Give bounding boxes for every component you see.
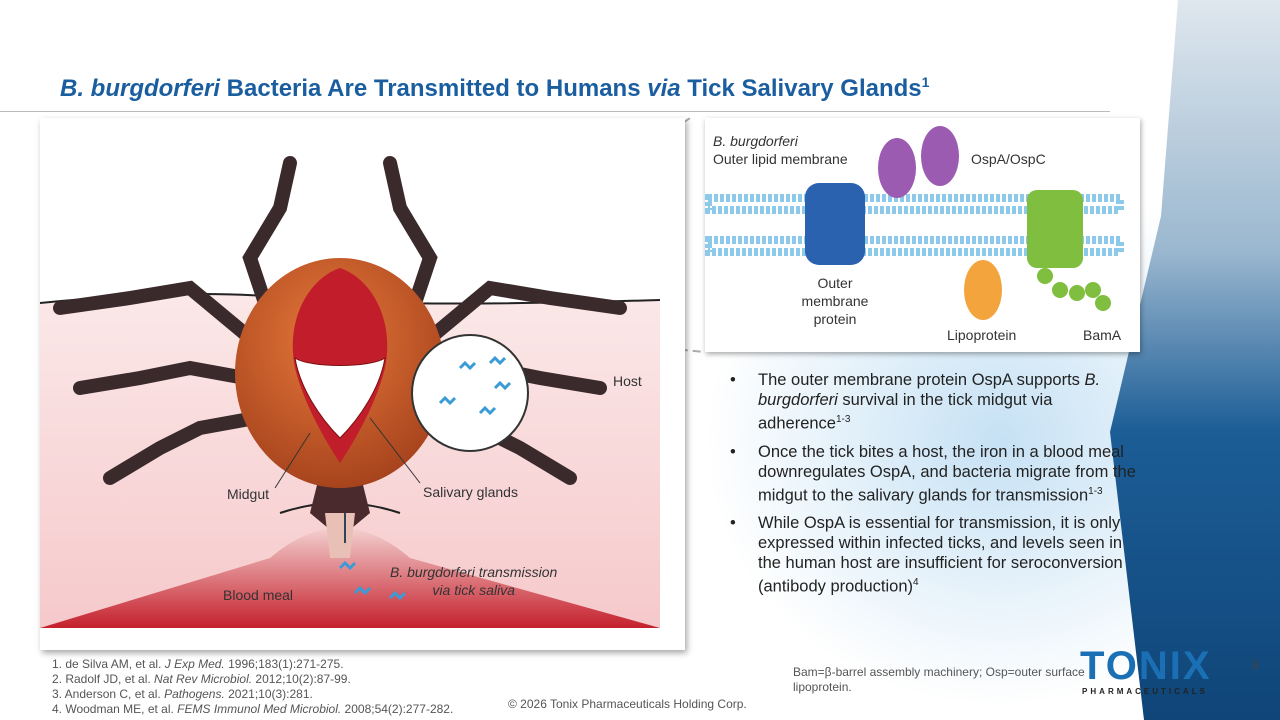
tick-transmission-figure: Host Midgut Salivary glands Blood meal B… <box>40 118 685 650</box>
copyright: © 2026 Tonix Pharmaceuticals Holding Cor… <box>508 697 747 711</box>
reference-item: 2. Radolf JD, et al. Nat Rev Microbiol. … <box>52 672 351 686</box>
key-points-list: The outer membrane protein OspA supports… <box>730 370 1140 605</box>
ospa-ospc-label: OspA/OspC <box>971 151 1046 167</box>
midgut-label: Midgut <box>227 486 270 502</box>
bullet-item: While OspA is essential for transmission… <box>730 513 1140 597</box>
bullet-item: Once the tick bites a host, the iron in … <box>730 442 1140 506</box>
logo-wordmark: TONIX <box>1080 644 1212 688</box>
tonix-logo: TONIX PHARMACEUTICALS <box>1080 645 1210 696</box>
host-label: Host <box>613 373 642 389</box>
logo-subtitle: PHARMACEUTICALS <box>1082 687 1208 696</box>
abbreviations-note: Bam=β-barrel assembly machinery; Osp=out… <box>793 665 1085 694</box>
references: 1. de Silva AM, et al. J Exp Med. 1996;1… <box>52 657 453 717</box>
membrane-diagram <box>705 126 1124 320</box>
reference-item: 1. de Silva AM, et al. J Exp Med. 1996;1… <box>52 657 344 671</box>
slide-title: B. burgdorferi Bacteria Are Transmitted … <box>60 74 930 102</box>
tick-illustration <box>40 156 661 628</box>
salivary-glands-label: Salivary glands <box>423 484 518 500</box>
reference-item: 3. Anderson C, et al. Pathogens. 2021;10… <box>52 687 313 701</box>
blood-meal-label: Blood meal <box>223 587 294 603</box>
page-number: 8 <box>1252 658 1259 672</box>
bullet-item: The outer membrane protein OspA supports… <box>730 370 1140 434</box>
title-divider <box>0 111 1110 112</box>
reference-item: 4. Woodman ME, et al. FEMS Immunol Med M… <box>52 702 454 716</box>
bama-label: BamA <box>1083 327 1122 343</box>
lipoprotein-label: Lipoprotein <box>947 327 1017 343</box>
